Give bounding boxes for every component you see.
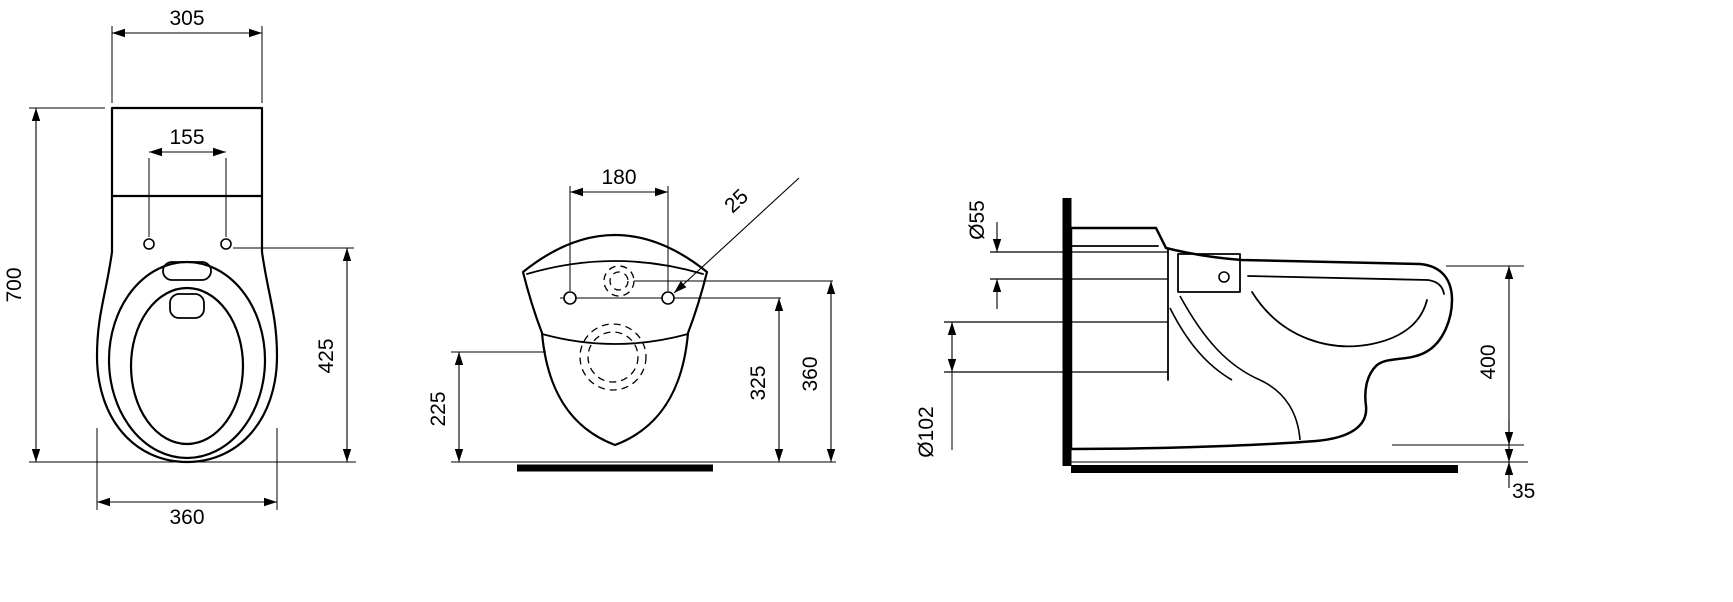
plan-hinge-hole-right [220,238,232,250]
dim-label-bowl-projection: 425 [315,338,338,373]
dim-label-bowl-width: 360 [169,506,204,529]
dim-label-fixing-hole-spacing: 180 [601,166,636,189]
side-view: Ø55 Ø102 400 35 [915,198,1535,503]
plan-body-outline [95,106,279,464]
dim-label-inlet-diameter: Ø55 [966,200,989,240]
side-flush-channel-line [1179,295,1261,381]
fixing-hole-left [563,291,577,305]
side-bracket-hole [1218,271,1230,283]
front-body-outline [521,234,709,447]
dim-label-inlet-center-height: 360 [799,356,822,391]
dim-label-fixing-hole-height: 325 [747,365,770,400]
leader-line-fixing-hole-size [673,177,800,294]
dim-label-outlet-center-height: 225 [427,391,450,426]
dim-label-underside-clearance: 35 [1512,480,1535,503]
plan-seat-ring [107,260,267,460]
plan-hinge-hole-left [143,238,155,250]
plan-bowl-opening [129,286,245,446]
front-view: 180 25 225 325 360 [427,166,836,472]
side-fixing-bracket [1177,253,1241,293]
front-rim-line [541,333,689,345]
front-lid-seam [526,260,704,275]
side-trap-line [1259,379,1301,441]
inlet-hidden-circle-outer [603,265,635,297]
outlet-hidden-circle-outer [579,323,647,391]
dim-label-seat-hinge-spacing: 155 [169,126,204,149]
dim-label-fixing-hole-size: 25 [720,185,753,218]
inlet-hidden-circle-inner [609,271,629,291]
dim-label-total-depth: 700 [3,267,26,302]
outlet-hidden-circle-inner [587,331,639,383]
fixing-hole-right [661,291,675,305]
plan-flush-inlet [169,293,205,319]
plan-hinge-cap [162,261,212,281]
plan-view: 305 155 700 425 360 [3,7,356,529]
dim-label-rim-height: 400 [1477,344,1500,379]
side-bowl-interior-line [1251,291,1428,348]
dim-label-outlet-diameter: Ø102 [915,406,938,457]
side-seat-line [1247,275,1445,295]
side-body-outline [1069,226,1454,451]
side-flush-channel-line [1169,307,1233,381]
dim-label-cistern-width: 305 [169,7,204,30]
